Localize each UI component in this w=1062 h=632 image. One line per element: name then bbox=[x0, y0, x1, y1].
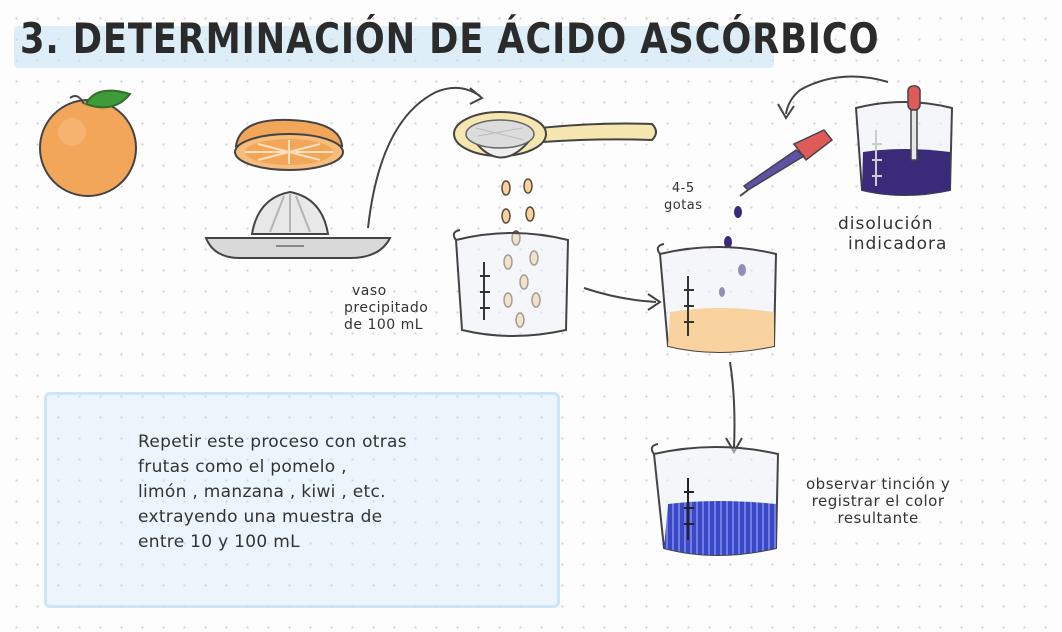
note-line: extrayendo una muestra de bbox=[138, 507, 383, 527]
indicator-label-line: disolución bbox=[838, 214, 934, 234]
observe-label-line: registrar el color bbox=[811, 492, 945, 510]
repeat-note: Repetir este proceso con otras frutas co… bbox=[138, 430, 518, 555]
note-line: frutas como el pomelo , bbox=[138, 457, 347, 477]
strainer-icon bbox=[453, 111, 657, 159]
note-box bbox=[44, 392, 560, 608]
beaker-label-line: de 100 mL bbox=[344, 317, 424, 333]
result-beaker-icon bbox=[650, 443, 780, 556]
title-highlight bbox=[14, 26, 774, 68]
beaker-label-line: precipitado bbox=[344, 300, 429, 316]
citrus-juicer-icon bbox=[204, 190, 392, 259]
note-line: limón , manzana , kiwi , etc. bbox=[138, 482, 386, 502]
observe-label-line: resultante bbox=[837, 509, 919, 527]
drops-label-line: gotas bbox=[664, 198, 703, 213]
flow-arrow bbox=[785, 75, 889, 115]
flow-arrow bbox=[583, 287, 657, 303]
orange-half-icon bbox=[234, 118, 344, 171]
note-line: Repetir este proceso con otras bbox=[138, 432, 407, 452]
drops-label-line: 4-5 bbox=[671, 181, 695, 196]
indicator-label: disolución indicadora bbox=[838, 214, 947, 254]
indicator-beaker-icon bbox=[854, 85, 954, 196]
indicator-label-line: indicadora bbox=[848, 234, 948, 254]
beaker-label-line: vaso bbox=[352, 283, 387, 299]
flow-arrow bbox=[729, 361, 736, 449]
beaker-icon bbox=[452, 229, 570, 337]
juice-beaker-icon bbox=[656, 243, 778, 353]
observe-label-line: observar tinción y bbox=[806, 475, 951, 493]
drops-label: 4-5 gotas bbox=[664, 180, 703, 214]
orange-fruit-icon bbox=[39, 89, 137, 197]
beaker-label: vaso precipitado de 100 mL bbox=[344, 283, 428, 334]
observe-label: observar tinción y registrar el color re… bbox=[806, 476, 950, 527]
dropper-icon bbox=[739, 129, 834, 197]
flow-arrow bbox=[367, 86, 481, 229]
note-line: entre 10 y 100 mL bbox=[138, 532, 300, 552]
